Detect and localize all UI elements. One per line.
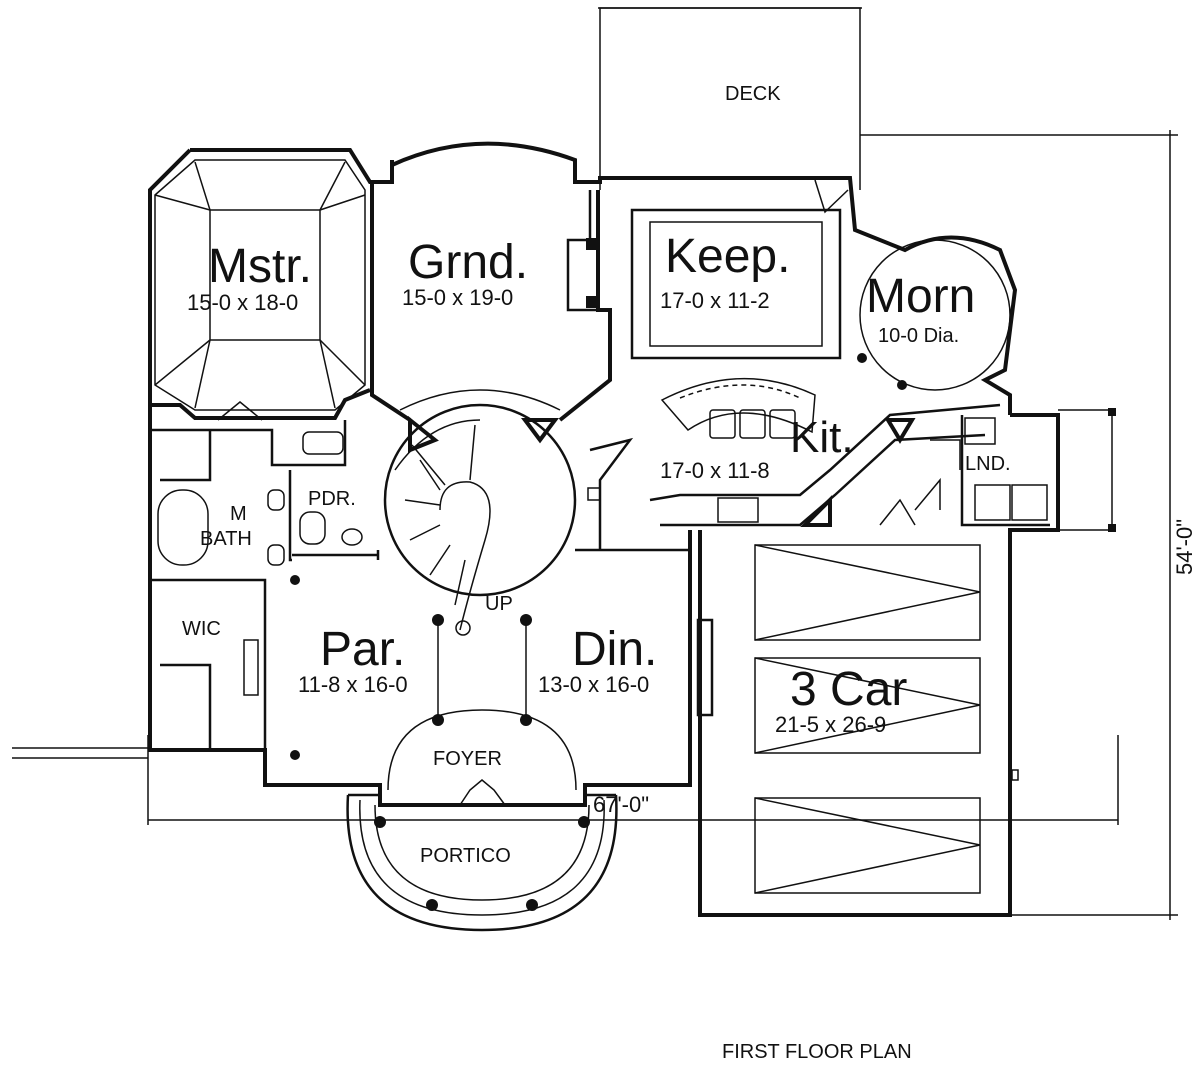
overall-depth-label: 54'-0" <box>1172 519 1197 575</box>
great-room <box>370 182 612 422</box>
morning-label: Morn <box>866 270 975 323</box>
deck-label: DECK <box>725 83 781 105</box>
plan-title: FIRST FLOOR PLAN <box>722 1041 912 1063</box>
morning-size: 10-0 Dia. <box>878 325 959 347</box>
overall-width-label: 67'-0" <box>593 792 649 817</box>
master-label: Mstr. <box>208 240 312 293</box>
dining-size: 13-0 x 16-0 <box>538 672 649 697</box>
portico-label: PORTICO <box>420 845 511 867</box>
garage-size: 21-5 x 26-9 <box>775 712 886 737</box>
laundry-room <box>879 415 1050 527</box>
master-bath-label-1: M <box>230 503 247 525</box>
kitchen-label: Kit. <box>790 413 854 462</box>
master-bath-label-2: BATH <box>200 528 252 550</box>
keeping-size: 17-0 x 11-2 <box>660 288 770 313</box>
stair-up-label: UP <box>485 593 513 615</box>
garage-label: 3 Car <box>790 663 907 716</box>
master-bedroom <box>150 159 371 420</box>
keeping-label: Keep. <box>665 230 790 283</box>
parlor-size: 11-8 x 16-0 <box>298 672 408 697</box>
master-size: 15-0 x 18-0 <box>187 290 298 315</box>
deck <box>598 7 862 190</box>
dining-label: Din. <box>572 623 657 676</box>
portico <box>346 793 618 932</box>
dimension-lines <box>12 130 1178 920</box>
great-size: 15-0 x 19-0 <box>402 285 513 310</box>
keeping-room <box>630 179 849 360</box>
morning-room <box>857 239 1011 391</box>
powder-label: PDR. <box>308 488 356 510</box>
kitchen-size: 17-0 x 11-8 <box>660 458 770 483</box>
parlor-label: Par. <box>320 623 405 676</box>
exterior-walls <box>148 141 1116 917</box>
laundry-label: LND. <box>965 453 1011 475</box>
spiral-stair <box>383 403 577 636</box>
wic-label: WIC <box>182 618 221 640</box>
great-label: Grnd. <box>408 236 528 289</box>
kitchen <box>587 377 1001 550</box>
foyer-label: FOYER <box>433 748 502 770</box>
garage <box>754 544 1019 894</box>
bath-area <box>149 401 363 760</box>
room-labels: DECK Mstr. 15-0 x 18-0 Grnd. 15-0 x 19-0… <box>182 83 1197 1063</box>
front-rooms <box>292 548 714 806</box>
